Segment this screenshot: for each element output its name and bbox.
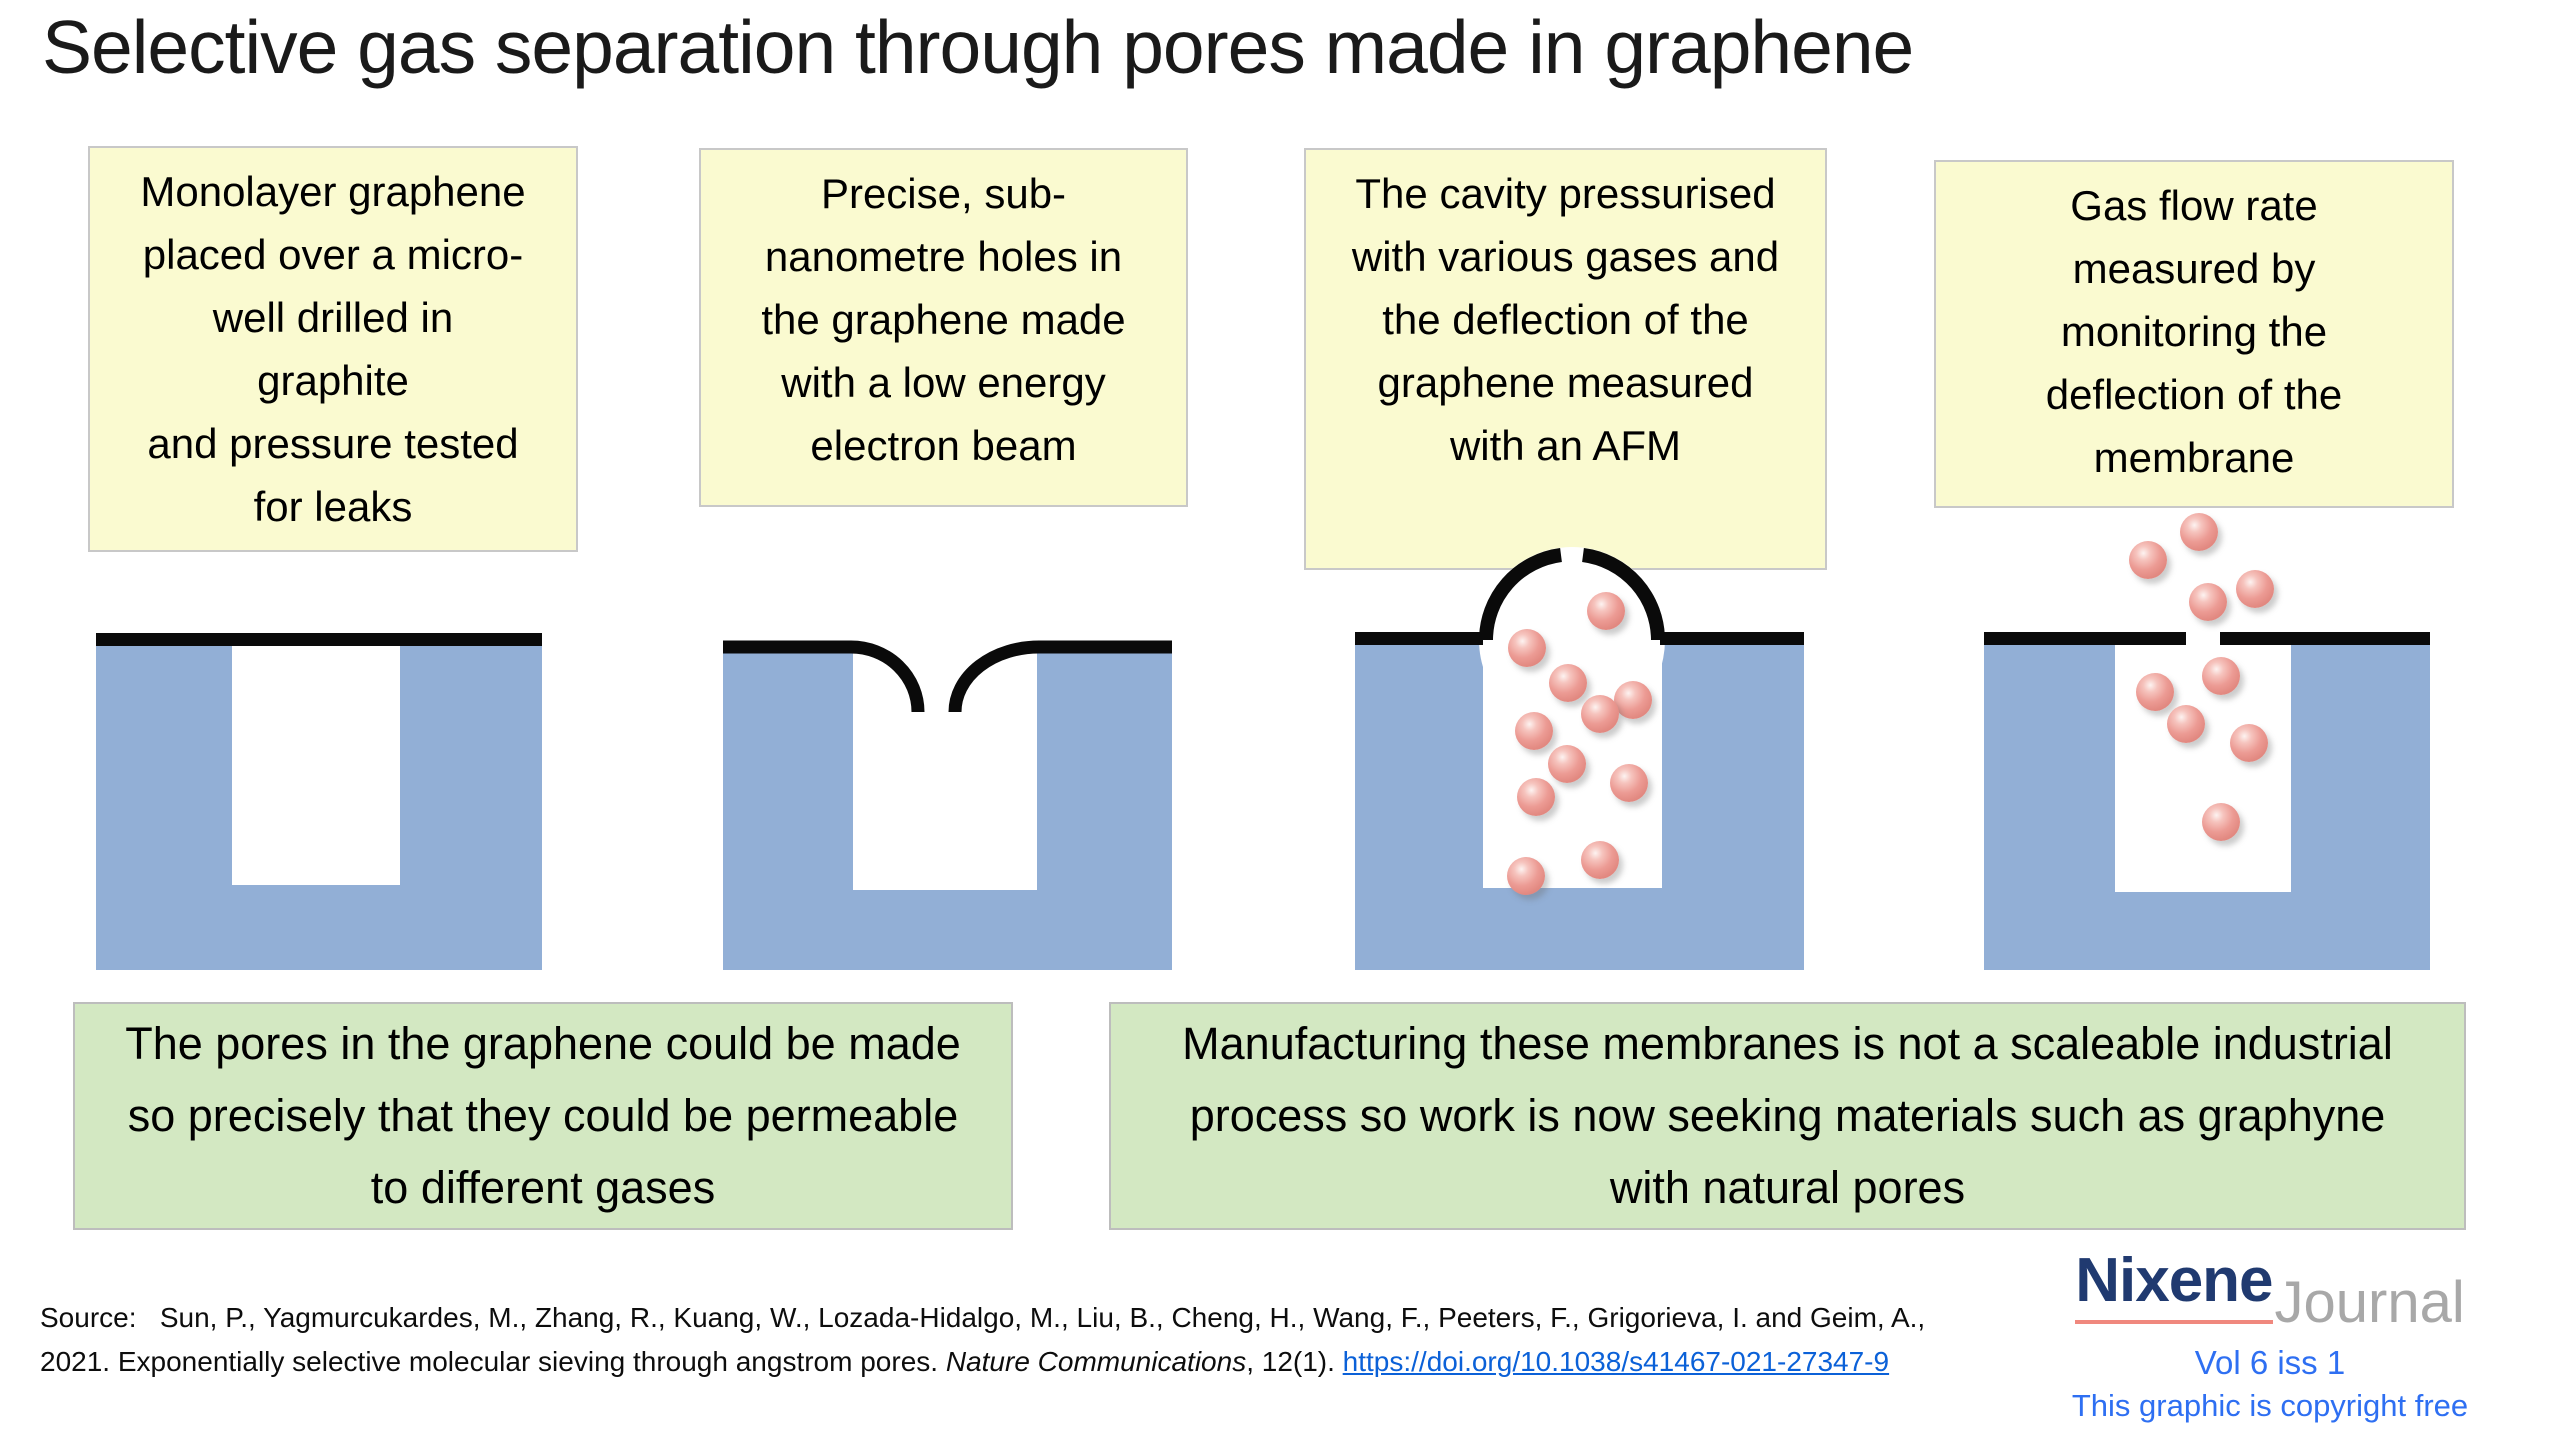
gas-molecule (1508, 629, 1546, 667)
brand-journal: Journal (2274, 1270, 2465, 1335)
gas-molecule (1581, 695, 1619, 733)
callout-box-pressurised: The cavity pressurised with various gase… (1304, 148, 1827, 570)
citation-text: Source: Sun, P., Yagmurcukardes, M., Zha… (40, 1302, 1926, 1377)
graphene-membrane-with-pore (723, 640, 1172, 713)
volume-issue-label: Vol 6 iss 1 (2194, 1344, 2346, 1381)
callout-box-flow-rate: Gas flow rate measured by monitoring the… (1934, 160, 2454, 508)
gas-molecule (1515, 712, 1553, 750)
gas-molecule (2230, 724, 2268, 762)
citation-text-2: , 12(1). (1246, 1346, 1343, 1377)
gas-molecule (1517, 778, 1555, 816)
diagram-well-pressure-tested (96, 628, 542, 973)
conclusion-box-pores: The pores in the graphene could be made … (73, 1002, 1013, 1230)
gas-molecule (1614, 681, 1652, 719)
gas-molecule (2202, 657, 2240, 695)
doi-link[interactable]: https://doi.org/10.1038/s41467-021-27347… (1342, 1346, 1890, 1377)
callout-box-monolayer: Monolayer graphene placed over a micro- … (88, 146, 578, 552)
citation-journal-name: Nature Communications (945, 1346, 1247, 1377)
callout-box-holes: Precise, sub- nanometre holes in the gra… (699, 148, 1188, 507)
micro-well (232, 645, 400, 885)
gas-molecule (1610, 764, 1648, 802)
gas-molecule (1549, 664, 1587, 702)
journal-brand-block: Nixene Journal Vol 6 iss 1 This graphic … (2020, 1250, 2520, 1424)
gas-molecule (2202, 803, 2240, 841)
gas-molecule (2189, 583, 2227, 621)
conclusion-box-manufacturing: Manufacturing these membranes is not a s… (1109, 1002, 2466, 1230)
diagram-gas-escaping (1984, 500, 2430, 970)
nixene-journal-logo: Nixene Journal (2020, 1250, 2520, 1332)
source-citation: Source: Sun, P., Yagmurcukardes, M., Zha… (40, 1296, 1950, 1384)
graphene-membrane-right (1660, 632, 1804, 645)
gas-molecule (2180, 513, 2218, 551)
bulging-membrane-with-pore (1479, 548, 1665, 641)
graphene-membrane-right (2220, 632, 2430, 645)
gas-molecule (2136, 673, 2174, 711)
graphene-membrane-left (1984, 632, 2186, 645)
gas-molecule (1507, 857, 1545, 895)
gas-molecule (1548, 745, 1586, 783)
gas-molecule (1581, 841, 1619, 879)
diagram-hole-made (723, 628, 1172, 973)
page-title: Selective gas separation through pores m… (42, 5, 1914, 89)
gas-molecule (2167, 705, 2205, 743)
copyright-free-label: This graphic is copyright free (2071, 1388, 2469, 1423)
gas-molecule (2129, 541, 2167, 579)
micro-well (853, 648, 1037, 890)
brand-nixene: Nixene (2075, 1250, 2274, 1324)
diagram-cavity-pressurised (1355, 540, 1804, 970)
gas-molecule (2236, 570, 2274, 608)
graphene-membrane (96, 633, 542, 646)
graphene-membrane-left (1355, 632, 1483, 645)
gas-molecule (1587, 592, 1625, 630)
